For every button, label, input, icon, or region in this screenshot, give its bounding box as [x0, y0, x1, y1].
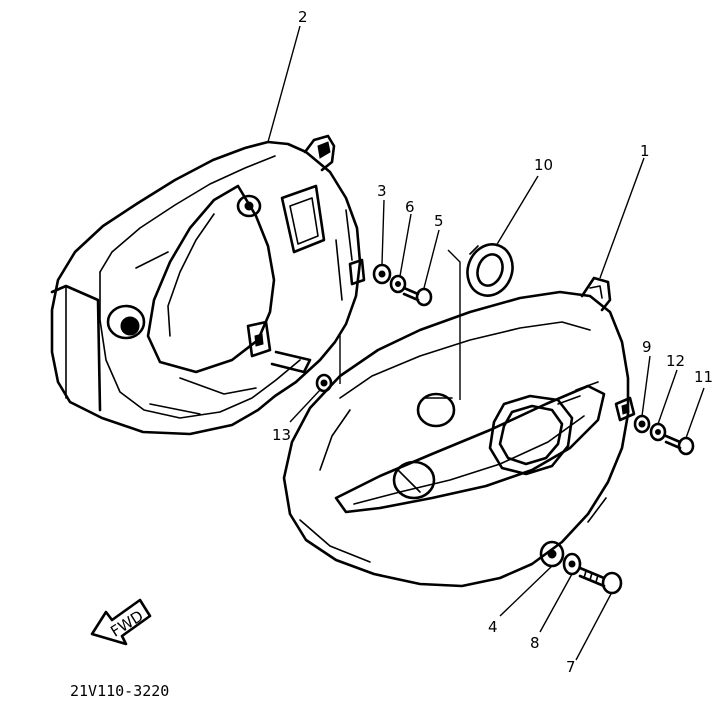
bolt-7	[578, 566, 623, 595]
callout-10: 10	[534, 156, 553, 174]
washer-8	[562, 552, 582, 576]
callout-4: 4	[488, 618, 498, 636]
fwd-arrow-icon: FWD	[90, 598, 152, 646]
callout-6: 6	[405, 198, 415, 216]
washer-9	[633, 414, 651, 434]
outer-cover	[282, 276, 636, 588]
bolt-5	[402, 286, 433, 307]
callout-5: 5	[434, 212, 444, 230]
callout-2: 2	[298, 8, 308, 26]
callout-1: 1	[640, 142, 650, 160]
callout-3: 3	[377, 182, 387, 200]
washer-3	[372, 263, 392, 285]
grommet	[466, 243, 514, 297]
callout-13: 13	[272, 426, 291, 444]
part-code: 21V110-3220	[70, 682, 169, 700]
leader-lines	[267, 25, 705, 661]
callout-labels: 2 1 10 3 6 5 13 9 12 11 4 8 7	[272, 8, 713, 676]
callout-12: 12	[666, 352, 685, 370]
inner-cover	[50, 134, 362, 436]
callout-9: 9	[642, 338, 652, 356]
washer-6	[389, 274, 407, 294]
bolt-11	[664, 434, 695, 456]
callout-11: 11	[694, 368, 713, 386]
washer-13	[315, 373, 333, 393]
washer-12	[649, 422, 667, 442]
callout-7: 7	[566, 658, 576, 676]
fwd-label: FWD	[107, 607, 146, 641]
callout-8: 8	[530, 634, 540, 652]
